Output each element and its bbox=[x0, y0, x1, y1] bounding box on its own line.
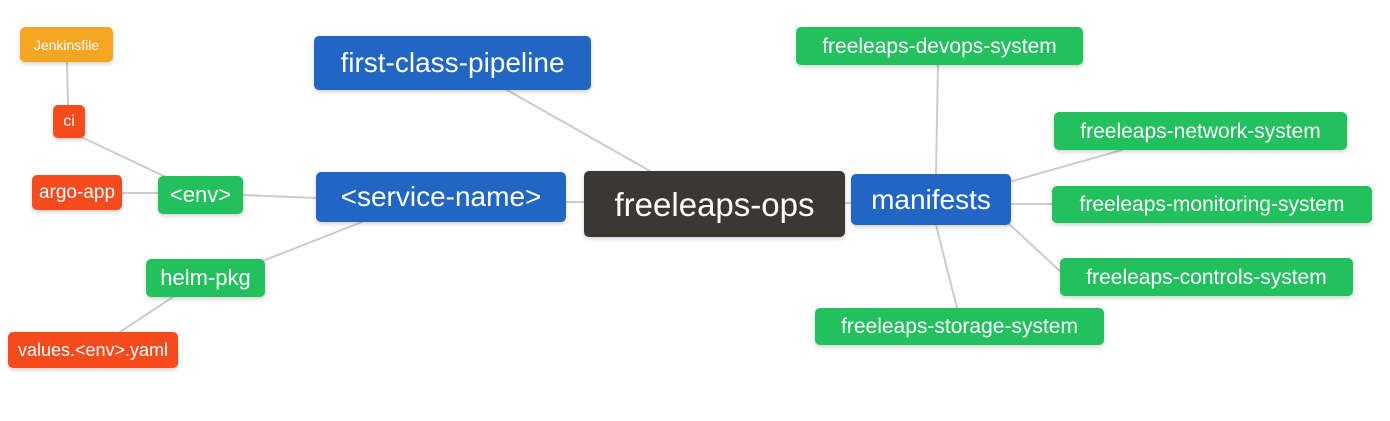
node-label: values.<env>.yaml bbox=[17, 340, 169, 360]
node-label: <env> bbox=[169, 182, 232, 207]
node-manifests[interactable]: manifests bbox=[851, 174, 1011, 225]
node-label: ci bbox=[63, 112, 75, 130]
node-service-name[interactable]: <service-name> bbox=[316, 172, 566, 222]
node-label: freeleaps-devops-system bbox=[822, 34, 1057, 58]
node-label: freeleaps-network-system bbox=[1080, 119, 1321, 143]
node-label: helm-pkg bbox=[160, 265, 251, 290]
node-label: <service-name> bbox=[340, 181, 542, 212]
edge-first-class-pipeline-to-freeleaps-ops bbox=[506, 89, 651, 172]
node-label: manifests bbox=[871, 183, 991, 215]
node-label: freeleaps-ops bbox=[614, 185, 815, 223]
node-env[interactable]: <env> bbox=[158, 176, 243, 214]
edge-helm-pkg-to-service-name bbox=[264, 221, 363, 261]
node-freeleaps-storage-system[interactable]: freeleaps-storage-system bbox=[815, 308, 1104, 345]
node-first-class-pipeline[interactable]: first-class-pipeline bbox=[314, 36, 591, 90]
node-label: first-class-pipeline bbox=[340, 47, 565, 78]
edge-jenkinsfile-to-ci bbox=[66, 61, 69, 106]
node-helm-pkg[interactable]: helm-pkg bbox=[146, 259, 265, 297]
edge-manifests-to-freeleaps-network-system bbox=[1008, 149, 1123, 183]
node-label: argo-app bbox=[38, 182, 116, 203]
node-label: freeleaps-storage-system bbox=[841, 315, 1078, 338]
edge-values-env-yaml-to-helm-pkg bbox=[119, 296, 174, 333]
node-jenkinsfile[interactable]: Jenkinsfile bbox=[20, 27, 113, 62]
node-values-env-yaml[interactable]: values.<env>.yaml bbox=[8, 332, 178, 368]
node-freeleaps-devops-system[interactable]: freeleaps-devops-system bbox=[796, 27, 1083, 65]
node-freeleaps-ops[interactable]: freeleaps-ops bbox=[584, 171, 845, 237]
edge-env-to-service-name bbox=[242, 194, 317, 199]
node-label: freeleaps-monitoring-system bbox=[1079, 193, 1345, 216]
node-ci[interactable]: ci bbox=[53, 105, 85, 138]
edge-manifests-to-freeleaps-controls-system bbox=[1007, 222, 1063, 274]
node-freeleaps-controls-system[interactable]: freeleaps-controls-system bbox=[1060, 258, 1353, 296]
node-label: Jenkinsfile bbox=[33, 36, 100, 53]
node-freeleaps-monitoring-system[interactable]: freeleaps-monitoring-system bbox=[1052, 186, 1372, 223]
edge-manifests-to-freeleaps-devops-system bbox=[935, 63, 939, 175]
edge-ci-to-env bbox=[74, 133, 169, 179]
edge-manifests-to-freeleaps-storage-system bbox=[935, 224, 958, 309]
node-label: freeleaps-controls-system bbox=[1086, 265, 1327, 289]
node-freeleaps-network-system[interactable]: freeleaps-network-system bbox=[1054, 112, 1347, 150]
node-argo-app[interactable]: argo-app bbox=[32, 175, 122, 210]
